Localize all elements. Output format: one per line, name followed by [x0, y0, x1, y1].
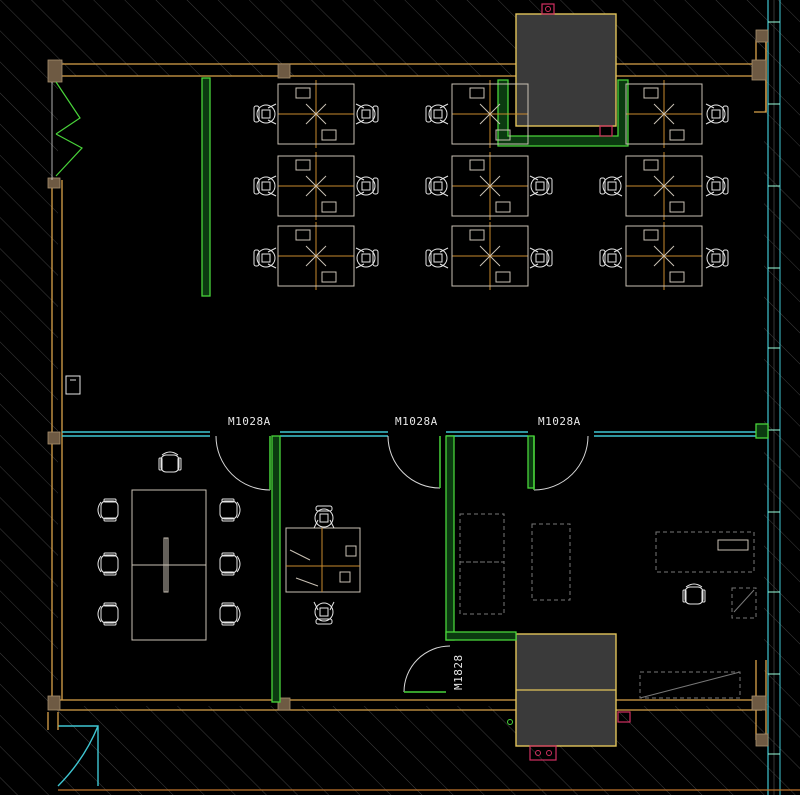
right-curtain-wall: [767, 0, 781, 795]
entry-door-bottom: [47, 712, 99, 787]
door-label-2: M1028A: [395, 415, 438, 428]
interior: [58, 76, 764, 706]
door-label-1: M1028A: [228, 415, 271, 428]
top-core: [497, 3, 629, 147]
room-glass-partitions: [62, 423, 769, 439]
door-label-4: M1828: [452, 654, 465, 690]
meeting-room: [97, 451, 241, 641]
room-green-walls: [271, 435, 535, 703]
door-swings: [215, 435, 589, 693]
wall-panel: [65, 375, 81, 395]
door-label-3: M1028A: [538, 415, 581, 428]
bottom-core: [507, 633, 631, 761]
columns: [47, 29, 769, 747]
open-office-partition: [201, 77, 211, 297]
office-room-right: [459, 513, 757, 699]
entry-door-top: [51, 81, 83, 180]
office-room-middle: [285, 505, 361, 625]
